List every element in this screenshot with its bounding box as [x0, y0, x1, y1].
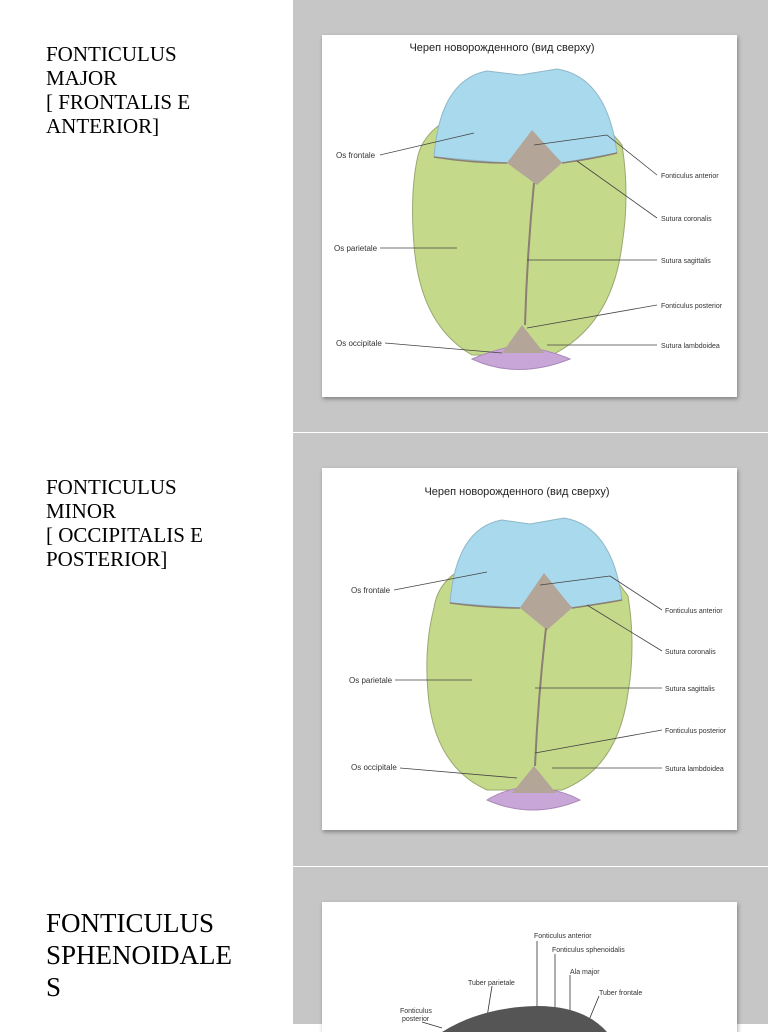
label-sutura-coronalis: Sutura coronalis — [661, 216, 712, 223]
leader-lines — [379, 132, 658, 354]
figure-title: Череп новорожденного (вид сверху) — [409, 42, 594, 54]
sagittal-suture-line — [534, 627, 547, 767]
label-tuber-frontale: Tuber frontale — [599, 990, 642, 997]
skull-outline-shape — [442, 1006, 607, 1032]
slide-fonticulus-minor: FONTICULUS MINOR [ OCCIPITALIS E POSTERI… — [0, 433, 768, 866]
title-line: [ OCCIPITALIS E — [46, 523, 203, 547]
label-fonticulus: Fonticulus — [400, 1008, 432, 1015]
label-sutura-lambdoidea: Sutura lambdoidea — [665, 766, 724, 773]
title-line: POSTERIOR] — [46, 547, 168, 571]
title-line: MAJOR — [46, 66, 118, 90]
slide-fonticulus-major: FONTICULUS MAJOR [ FRONTALIS E ANTERIOR]… — [0, 0, 768, 432]
anterior-fontanelle-shape — [520, 573, 572, 630]
figure-title: Череп новорожденного (вид сверху) — [424, 486, 609, 498]
slide-title: FONTICULUS SPHENOIDALE S — [46, 907, 266, 1003]
slide-fonticulus-sphenoidales: FONTICULUS SPHENOIDALE S Fonticulus ante… — [0, 867, 768, 1032]
label-sutura-sagittalis: Sutura sagittalis — [665, 686, 715, 693]
title-line: S — [46, 972, 62, 1002]
sagittal-suture-line — [524, 182, 535, 326]
slide-image-panel: Череп новорожденного (вид сверху) — [293, 433, 768, 866]
coronal-suture-line — [449, 599, 623, 609]
label-fonticulus-posterior: Fonticulus posterior — [665, 728, 727, 735]
label-os-parietale: Os parietale — [334, 244, 378, 253]
frontal-bone-shape — [449, 517, 623, 609]
title-line: ANTERIOR] — [46, 114, 160, 138]
label-posterior: posterior — [402, 1016, 430, 1023]
label-sutura-coronalis: Sutura coronalis — [665, 649, 716, 656]
occipital-bone-shape — [470, 344, 572, 370]
coronal-suture-line — [433, 152, 618, 164]
label-os-frontale: Os frontale — [336, 151, 376, 160]
title-line: FONTICULUS — [46, 42, 177, 66]
title-line: FONTICULUS — [46, 908, 215, 938]
newborn-skull-top-view-illustration: Череп новорожденного (вид сверху) — [349, 486, 727, 811]
posterior-fontanelle-shape — [512, 766, 556, 793]
newborn-skull-lateral-view-illustration: Fonticulus anterior Fonticulus sphenoida… — [400, 933, 642, 1032]
newborn-skull-top-view-illustration: Череп новорожденного (вид сверху) — [334, 42, 723, 370]
label-os-parietale: Os parietale — [349, 676, 393, 685]
label-fonticulus-anterior: Fonticulus anterior — [534, 933, 592, 940]
title-line: SPHENOIDALE — [46, 940, 232, 970]
occipital-bone-shape — [485, 785, 582, 811]
title-line: [ FRONTALIS E — [46, 90, 191, 114]
skull-figure-card: Череп новорожденного (вид сверху) — [322, 35, 737, 397]
label-fonticulus-sphenoidalis: Fonticulus sphenoidalis — [552, 947, 625, 954]
label-ala-major: Ala major — [570, 969, 600, 976]
leader-lines — [393, 571, 663, 779]
posterior-fontanelle-shape — [502, 325, 544, 353]
skull-lateral-figure-card: Fonticulus anterior Fonticulus sphenoida… — [322, 902, 737, 1032]
slide-title: FONTICULUS MINOR [ OCCIPITALIS E POSTERI… — [46, 475, 246, 571]
slide-image-panel: Fonticulus anterior Fonticulus sphenoida… — [293, 867, 768, 1032]
slide-image-panel: Череп новорожденного (вид сверху) — [293, 0, 768, 432]
skull-figure-card: Череп новорожденного (вид сверху) — [322, 468, 737, 830]
label-fonticulus-anterior: Fonticulus anterior — [661, 173, 719, 180]
title-line: FONTICULUS — [46, 475, 177, 499]
label-sutura-lambdoidea: Sutura lambdoidea — [661, 343, 720, 350]
anterior-fontanelle-shape — [507, 130, 562, 185]
label-os-occipitale: Os occipitale — [351, 763, 397, 772]
slide-text-panel: FONTICULUS MAJOR [ FRONTALIS E ANTERIOR] — [0, 0, 293, 432]
title-line: MINOR — [46, 499, 117, 523]
label-os-occipitale: Os occipitale — [336, 339, 382, 348]
label-fonticulus-anterior: Fonticulus anterior — [665, 608, 723, 615]
label-sutura-sagittalis: Sutura sagittalis — [661, 258, 711, 265]
label-os-frontale: Os frontale — [351, 586, 391, 595]
label-fonticulus-posterior: Fonticulus posterior — [661, 303, 723, 310]
label-tuber-parietale: Tuber parietale — [468, 980, 515, 987]
slide-text-panel: FONTICULUS MINOR [ OCCIPITALIS E POSTERI… — [0, 433, 293, 866]
slide-text-panel: FONTICULUS SPHENOIDALE S — [0, 867, 293, 1024]
slide-title: FONTICULUS MAJOR [ FRONTALIS E ANTERIOR] — [46, 42, 246, 138]
